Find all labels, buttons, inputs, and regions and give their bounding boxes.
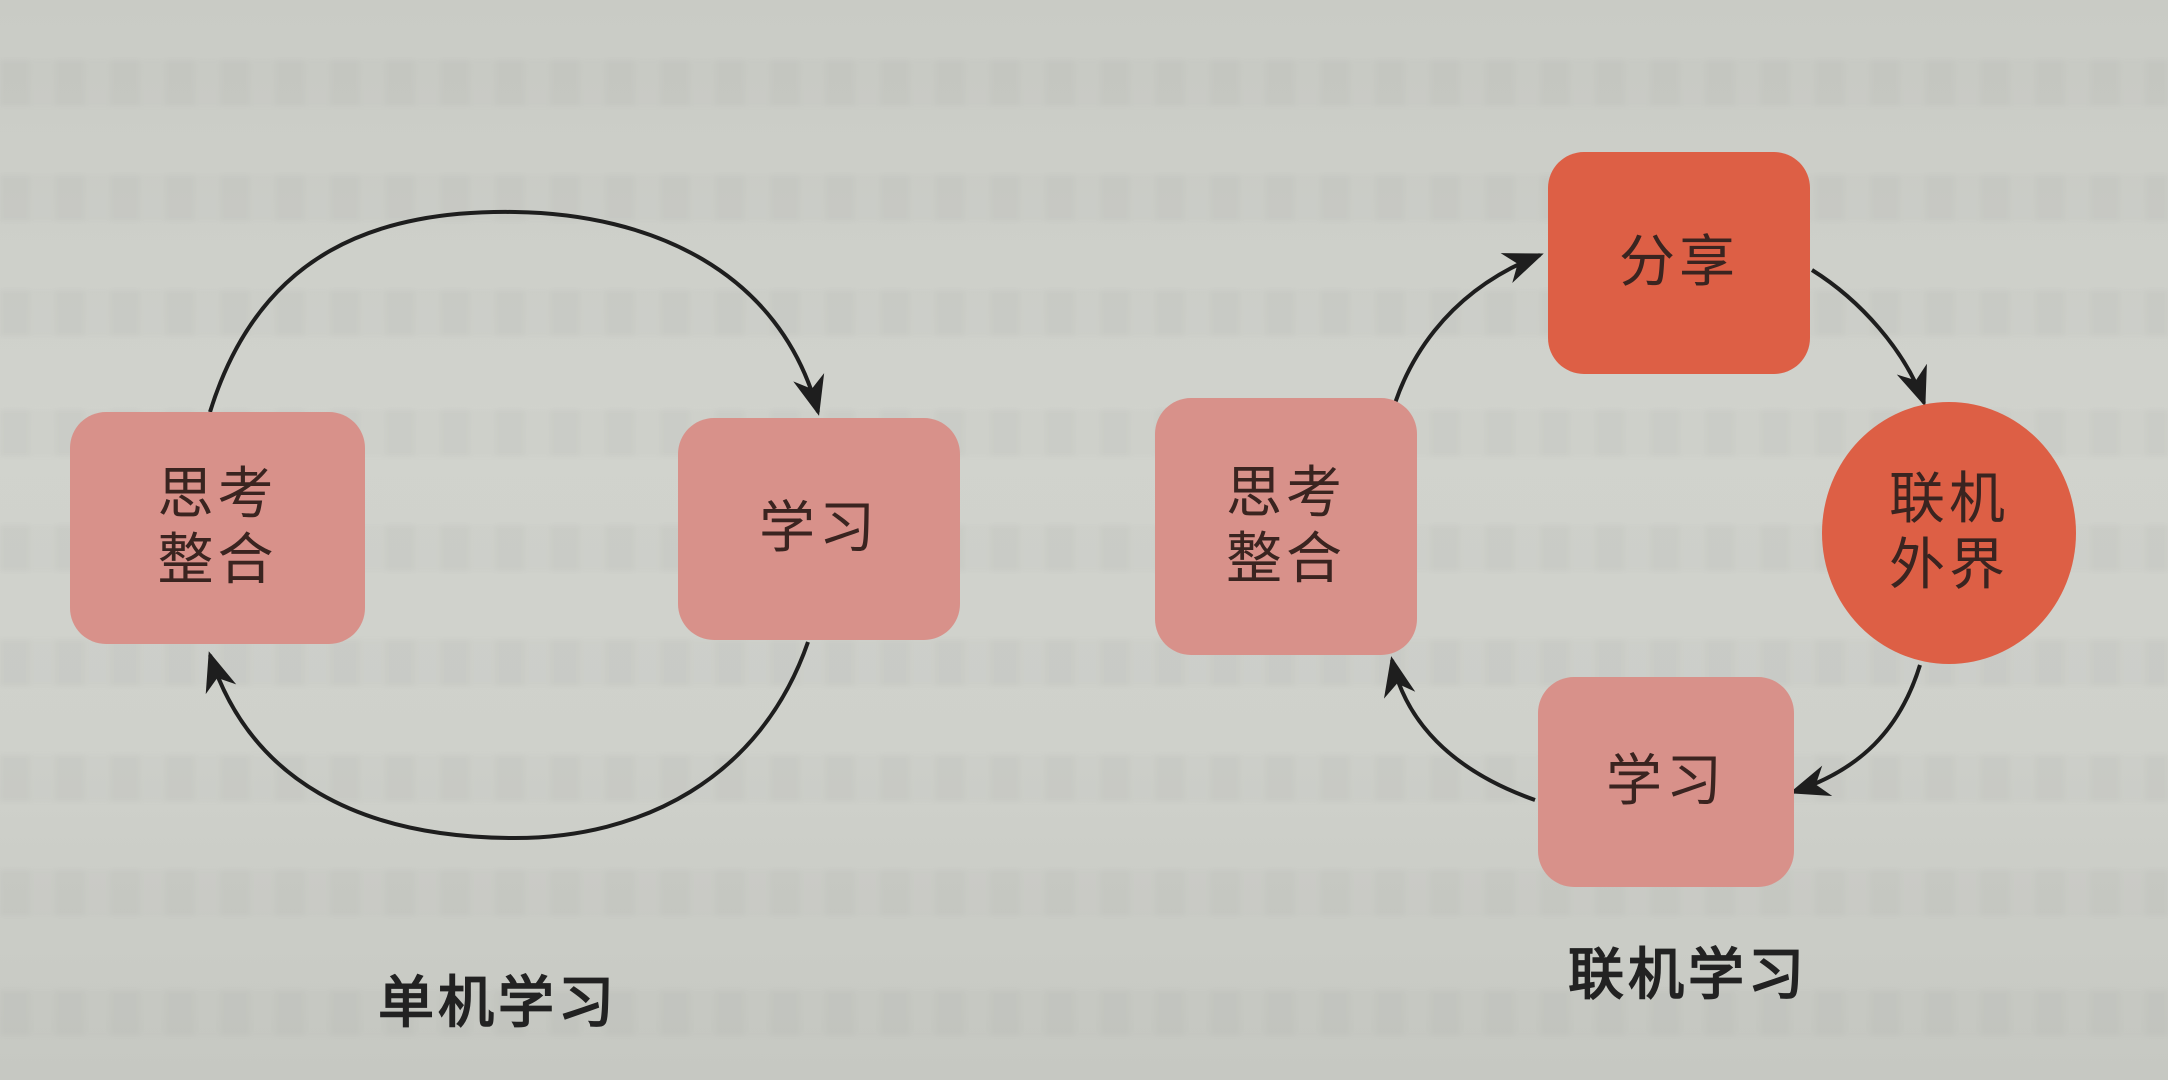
arrow-share-to-connect [1810,268,1927,407]
arrow-learn-to-think [205,641,810,841]
caption-connected-learning: 联机学习 [1568,943,1808,1008]
node-learn-right: 学习 [1538,677,1794,887]
node-label: 学习 [1606,749,1726,814]
node-label-line1: 联机 [1889,467,2009,532]
node-label-line2: 整合 [1226,526,1346,592]
arrow-connect-to-learn [1789,664,1922,796]
node-label-line1: 思考 [157,462,278,527]
node-label-line2: 外界 [1889,533,2009,598]
node-connect-outside: 联机 外界 [1822,402,2076,664]
node-learn-left: 学习 [678,418,960,640]
node-think-integrate-left: 思考 整合 [70,412,365,644]
node-think-integrate-right: 思考 整合 [1155,398,1417,655]
node-label-line2: 整合 [157,528,278,593]
node-label: 分享 [1619,230,1739,295]
arrow-learn-to-think [1384,656,1536,802]
caption-single-learning: 单机学习 [378,971,618,1036]
node-label-line1: 思考 [1226,460,1346,526]
node-share: 分享 [1548,152,1810,374]
node-label: 学习 [759,496,879,561]
arrow-think-to-learn [208,209,825,416]
